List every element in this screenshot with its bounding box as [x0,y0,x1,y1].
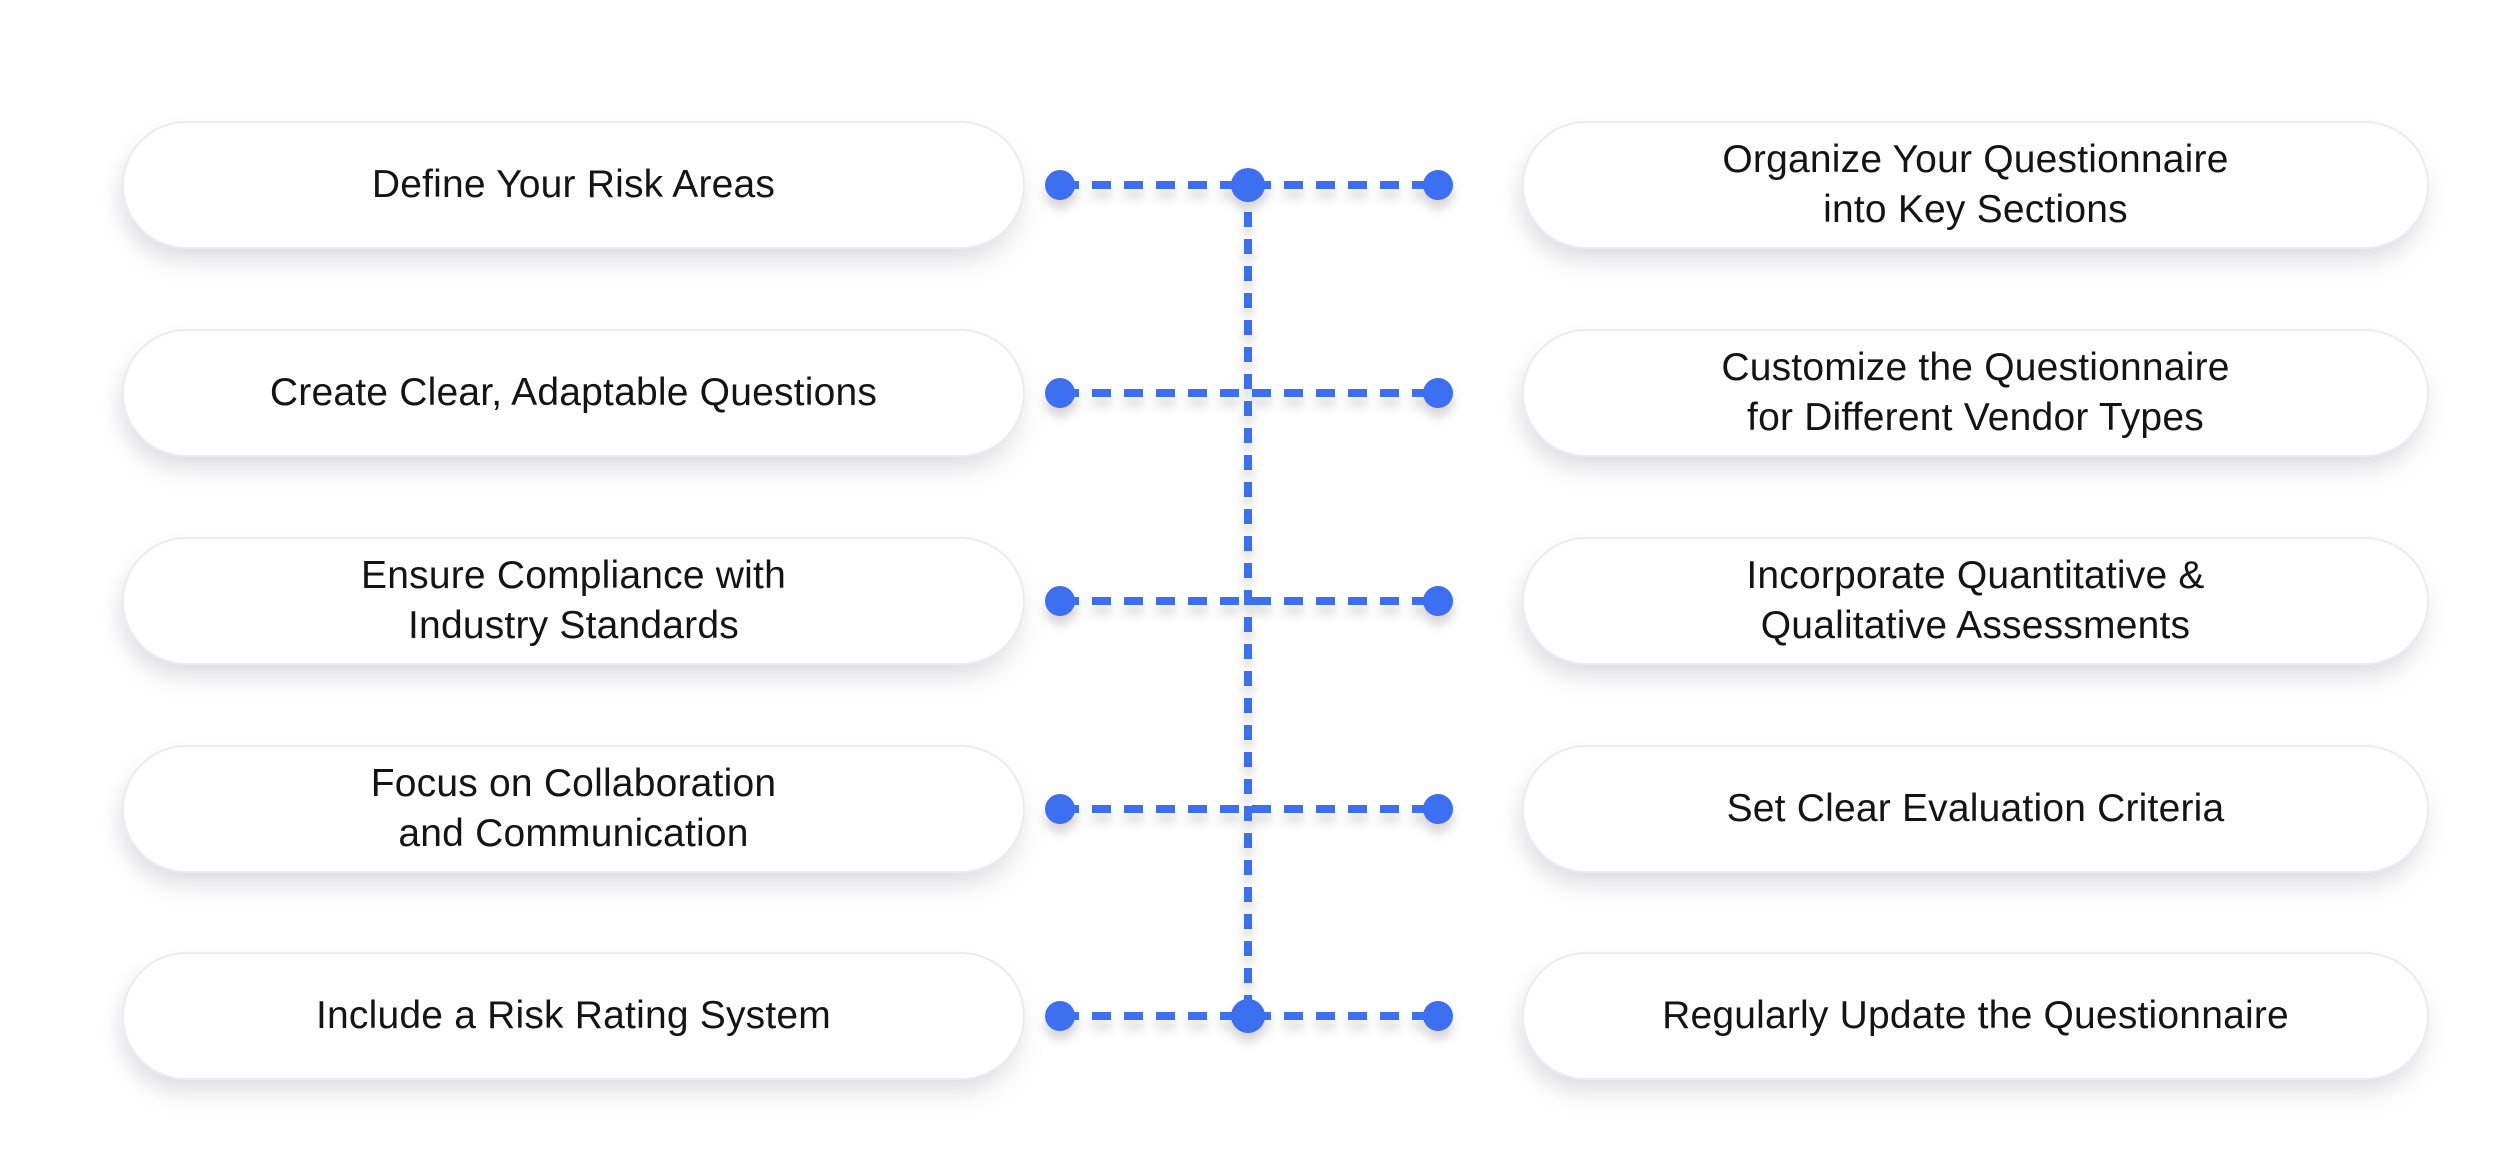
step-label: Customize the Questionnaire for Differen… [1721,346,2230,439]
connector-dot-icon [1423,586,1453,616]
step-box-create-questions: Create Clear, Adaptable Questions [122,329,1025,457]
connector-dot-icon [1423,378,1453,408]
step-box-incorporate-assessments: Incorporate Quantitative & Qualitative A… [1522,537,2429,665]
step-label: Regularly Update the Questionnaire [1662,994,2289,1038]
step-label: Incorporate Quantitative & Qualitative A… [1746,554,2205,647]
step-label: Ensure Compliance with Industry Standard… [361,554,786,647]
connector-dot-icon [1045,586,1075,616]
connector-dot-icon [1423,794,1453,824]
connector-dot-icon [1045,794,1075,824]
connector-junction-dot-icon [1231,168,1265,202]
connector-dot-icon [1045,1001,1075,1031]
step-box-customize-questionnaire: Customize the Questionnaire for Differen… [1522,329,2429,457]
step-box-ensure-compliance: Ensure Compliance with Industry Standard… [122,537,1025,665]
connector-dot-icon [1045,170,1075,200]
step-label: Organize Your Questionnaire into Key Sec… [1722,138,2229,231]
connector-dot-icon [1423,170,1453,200]
step-box-organize-questionnaire: Organize Your Questionnaire into Key Sec… [1522,121,2429,249]
step-box-risk-rating-system: Include a Risk Rating System [122,952,1025,1080]
step-label: Focus on Collaboration and Communication [370,762,777,855]
step-label: Include a Risk Rating System [316,994,831,1038]
step-label: Define Your Risk Areas [371,163,776,207]
connector-dot-icon [1423,1001,1453,1031]
step-label: Create Clear, Adaptable Questions [269,371,878,415]
step-box-evaluation-criteria: Set Clear Evaluation Criteria [1522,745,2429,873]
step-label: Set Clear Evaluation Criteria [1726,787,2225,831]
step-box-focus-collaboration: Focus on Collaboration and Communication [122,745,1025,873]
step-box-define-risk-areas: Define Your Risk Areas [122,121,1025,249]
connector-dot-icon [1045,378,1075,408]
step-box-update-questionnaire: Regularly Update the Questionnaire [1522,952,2429,1080]
connector-junction-dot-icon [1231,999,1265,1033]
